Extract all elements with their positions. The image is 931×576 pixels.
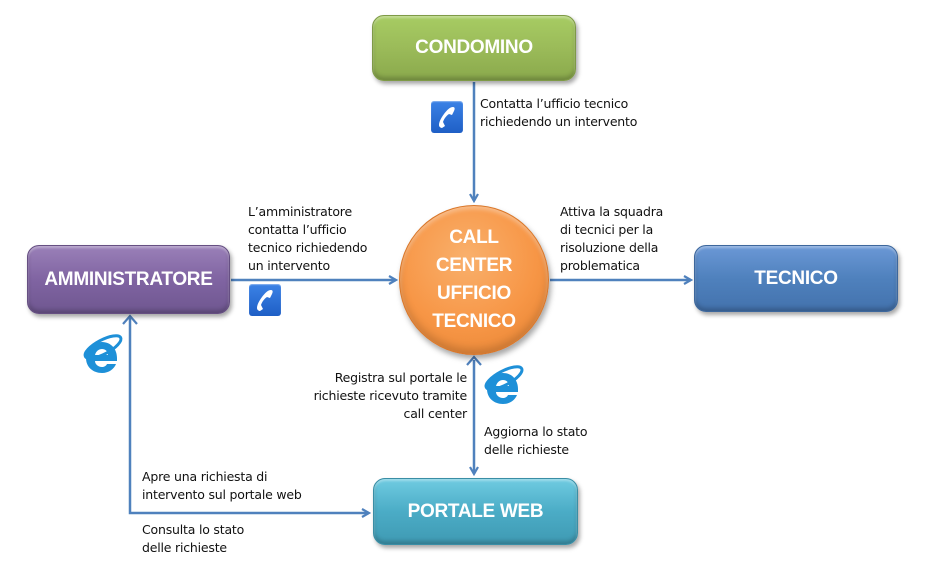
node-portale-web-label: PORTALE WEB xyxy=(407,500,544,522)
edge-label-portale-amministratore: Consulta lo stato delle richieste xyxy=(142,521,244,557)
phone-icon xyxy=(249,284,281,316)
label-line: un intervento xyxy=(248,258,330,273)
label-line: Contatta l’ufficio tecnico xyxy=(480,96,629,111)
label-line: call center xyxy=(403,406,468,421)
edge-label-callcenter-portale: Registra sul portale le richieste ricevu… xyxy=(313,369,468,423)
node-amministratore[interactable]: AMMINISTRATORE xyxy=(27,245,230,314)
node-tecnico-label: TECNICO xyxy=(754,267,838,289)
internet-explorer-icon xyxy=(480,364,526,408)
callcenter-line: CENTER xyxy=(435,255,513,276)
internet-explorer-icon xyxy=(79,333,125,377)
edge-label-callcenter-tecnico: Attiva la squadra di tecnici per la riso… xyxy=(560,203,663,275)
arrowhead-up-callcenter xyxy=(466,355,482,366)
node-portale-web[interactable]: PORTALE WEB xyxy=(373,478,578,545)
callcenter-line: CALL xyxy=(449,227,499,248)
label-line: delle richieste xyxy=(142,540,227,555)
label-line: intervento sul portale web xyxy=(142,487,302,502)
arrowhead-up-amministratore xyxy=(122,314,138,325)
node-condomino[interactable]: CONDOMINO xyxy=(372,15,576,81)
label-line: Apre una richiesta di xyxy=(142,469,268,484)
phone-icon xyxy=(431,101,463,133)
callcenter-line: TECNICO xyxy=(432,311,516,332)
label-line: di tecnici per la xyxy=(560,222,654,237)
edge-label-portale-callcenter: Aggiorna lo stato delle richieste xyxy=(484,423,588,459)
node-condomino-label: CONDOMINO xyxy=(415,37,533,58)
label-line: L’amministratore xyxy=(248,204,352,219)
label-line: Registra sul portale le xyxy=(334,370,467,385)
callcenter-line: UFFICIO xyxy=(437,283,511,304)
arrow-amministratore-portale-elbow xyxy=(128,318,369,513)
label-line: problematica xyxy=(560,258,640,273)
label-line: Consulta lo stato xyxy=(142,522,245,537)
edge-label-amministratore-portale: Apre una richiesta di intervento sul por… xyxy=(142,468,302,504)
label-line: risoluzione della xyxy=(560,240,659,255)
label-line: contatta l’ufficio xyxy=(248,222,347,237)
label-line: tecnico richiedendo xyxy=(248,240,368,255)
node-tecnico[interactable]: TECNICO xyxy=(694,245,898,312)
label-line: richiedendo un intervento xyxy=(480,114,638,129)
label-line: richieste ricevuto tramite xyxy=(313,388,468,403)
label-line: delle richieste xyxy=(484,442,569,457)
edge-label-condomino-callcenter: Contatta l’ufficio tecnico richiedendo u… xyxy=(480,95,637,131)
edge-label-amministratore-callcenter: L’amministratore contatta l’ufficio tecn… xyxy=(248,203,367,275)
node-call-center-ufficio-tecnico[interactable]: CALL CENTER UFFICIO TECNICO xyxy=(399,205,549,355)
label-line: Attiva la squadra xyxy=(560,204,664,219)
label-line: Aggiorna lo stato xyxy=(484,424,588,439)
node-amministratore-label: AMMINISTRATORE xyxy=(44,268,213,290)
